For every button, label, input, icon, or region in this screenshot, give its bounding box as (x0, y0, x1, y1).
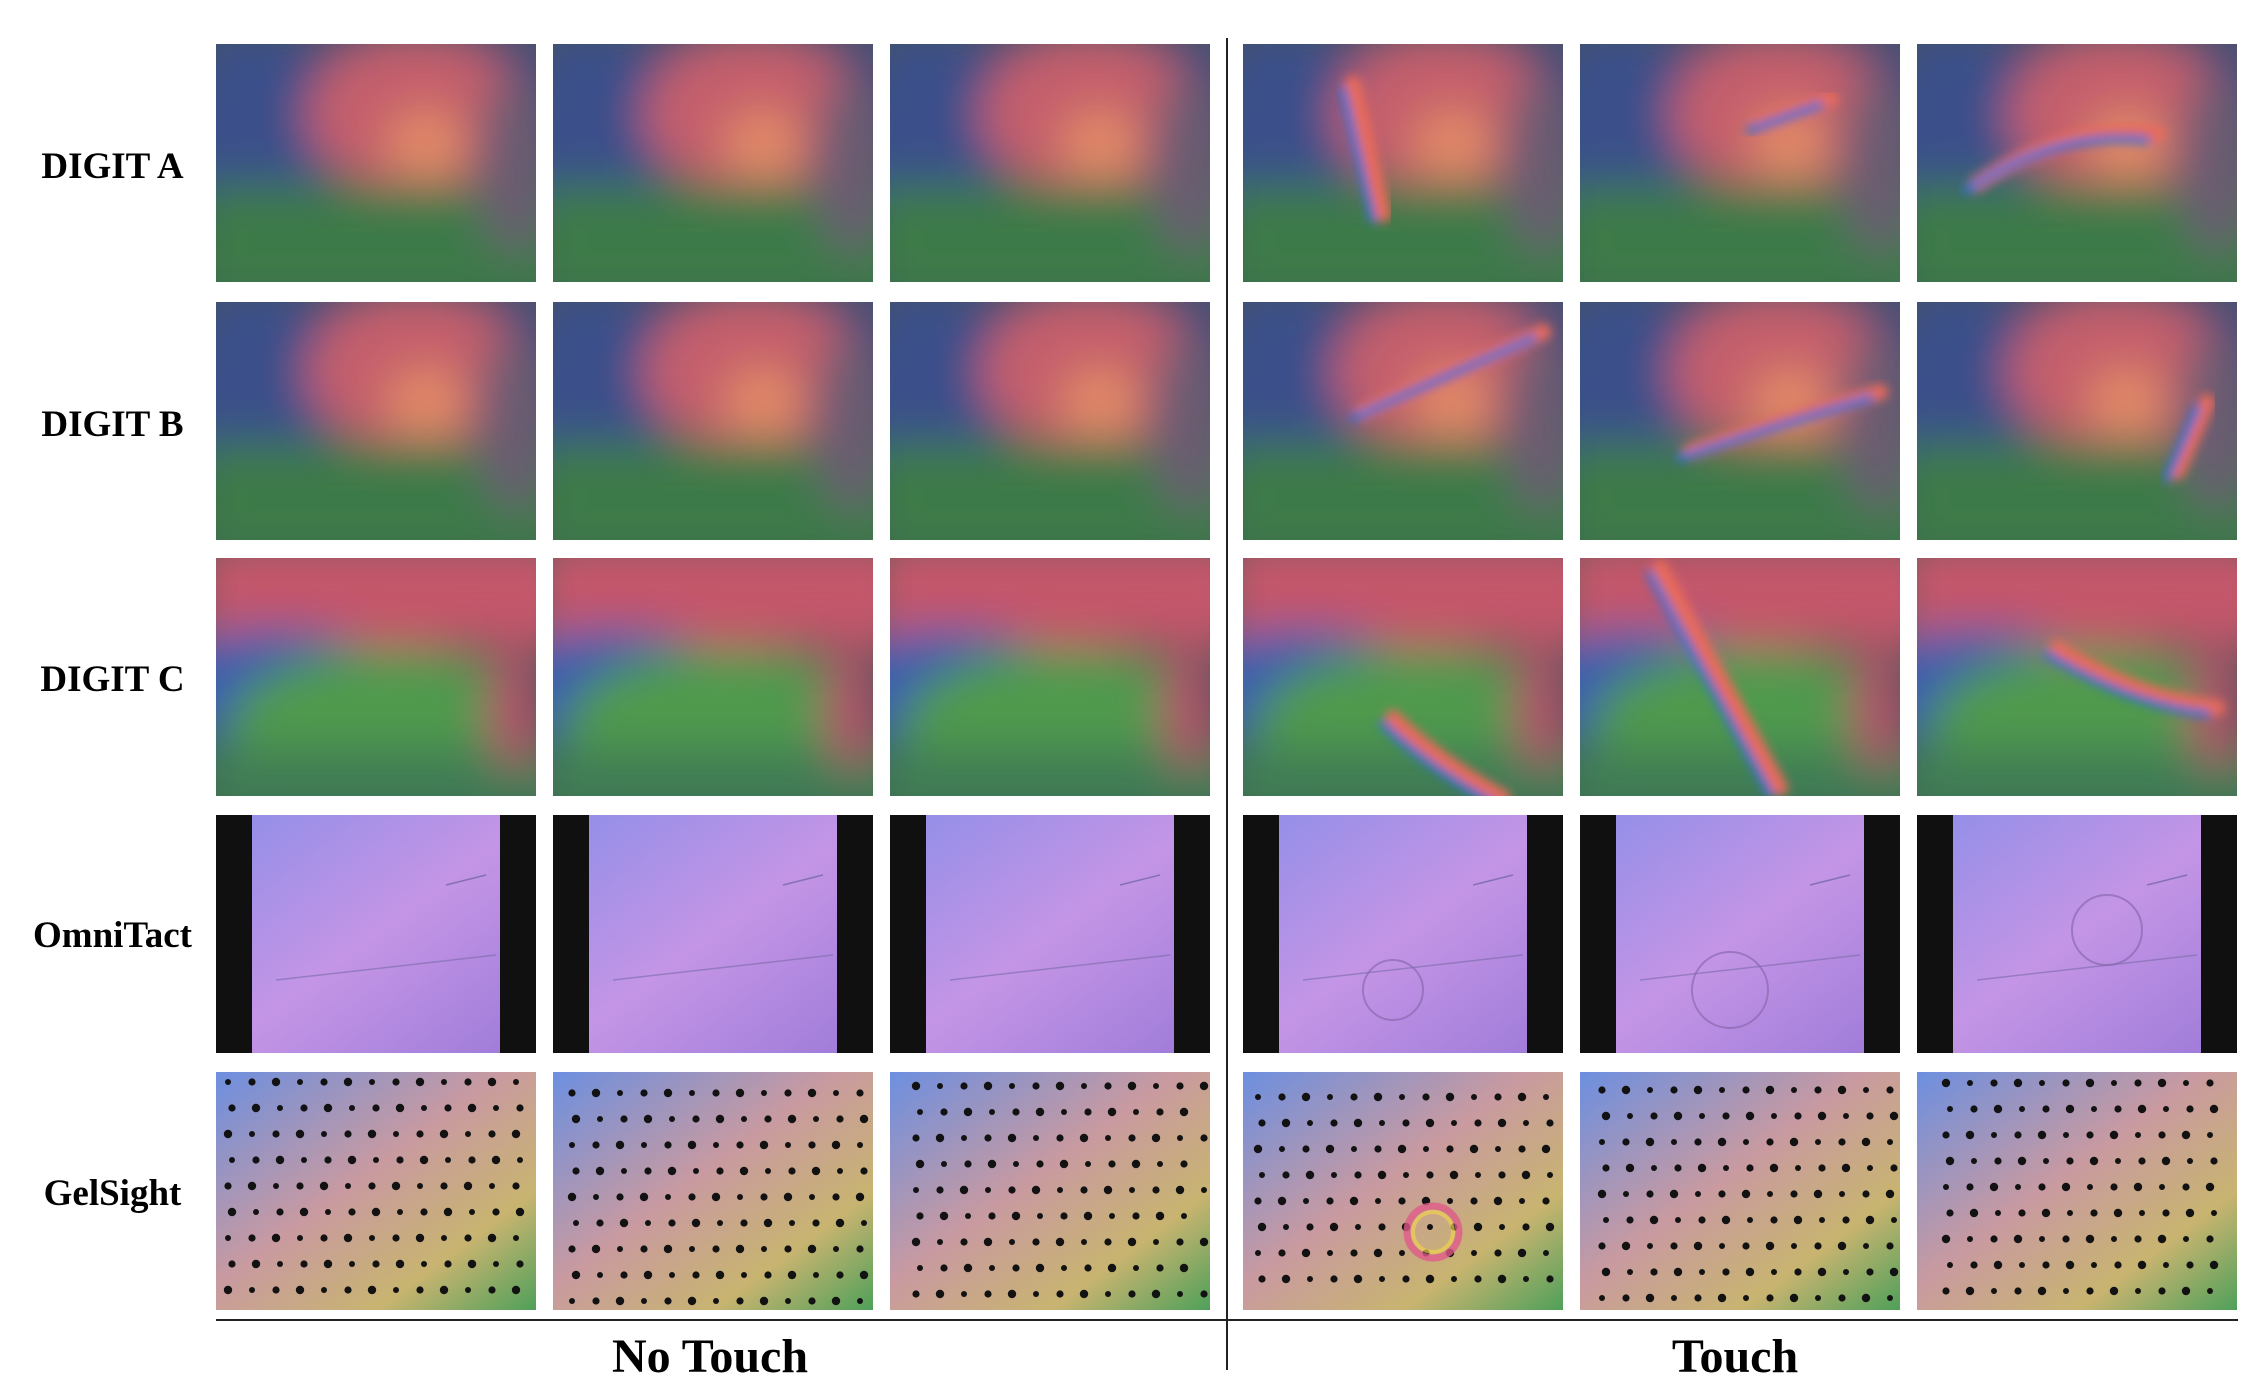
tile-digit-a-no-touch-3 (890, 44, 1210, 282)
tile-digit-b-touch-1 (1243, 302, 1563, 540)
tile-omnitact-no-touch-2 (553, 815, 873, 1053)
tile-digit-c-no-touch-2 (553, 558, 873, 796)
tile-digit-c-no-touch-3 (890, 558, 1210, 796)
tile-gelsight-touch-1 (1243, 1072, 1563, 1310)
tile-digit-c-touch-1 (1243, 558, 1563, 796)
tile-gelsight-no-touch-3 (890, 1072, 1210, 1310)
tile-digit-b-no-touch-2 (553, 302, 873, 540)
tile-digit-b-no-touch-1 (216, 302, 536, 540)
tile-digit-a-touch-1 (1243, 44, 1563, 282)
tile-omnitact-touch-2 (1580, 815, 1900, 1053)
tile-digit-a-touch-3 (1917, 44, 2237, 282)
tile-digit-a-no-touch-1 (216, 44, 536, 282)
row-label-omnitact: OmniTact (33, 915, 192, 956)
tile-omnitact-no-touch-1 (216, 815, 536, 1053)
tile-gelsight-touch-3 (1917, 1072, 2237, 1310)
tile-digit-c-touch-3 (1917, 558, 2237, 796)
tile-omnitact-touch-3 (1917, 815, 2237, 1053)
tile-omnitact-no-touch-3 (890, 815, 1210, 1053)
row-label-gelsight: GelSight (43, 1173, 182, 1214)
group-divider-horizontal (216, 1319, 2238, 1321)
tile-gelsight-no-touch-1 (216, 1072, 536, 1310)
group-label-no-touch: No Touch (611, 1330, 809, 1383)
tile-digit-a-no-touch-2 (553, 44, 873, 282)
tile-omnitact-touch-1 (1243, 815, 1563, 1053)
row-label-digit-b: DIGIT B (41, 404, 184, 445)
tile-digit-c-touch-2 (1580, 558, 1900, 796)
tile-digit-b-no-touch-3 (890, 302, 1210, 540)
tile-digit-c-no-touch-1 (216, 558, 536, 796)
tile-digit-b-touch-2 (1580, 302, 1900, 540)
tile-digit-a-touch-2 (1580, 44, 1900, 282)
tile-gelsight-no-touch-2 (553, 1072, 873, 1310)
group-divider-vertical (1226, 38, 1228, 1370)
group-label-touch: Touch (1671, 1330, 1799, 1383)
row-label-digit-a: DIGIT A (41, 146, 184, 187)
row-label-digit-c: DIGIT C (40, 659, 185, 700)
tile-gelsight-touch-2 (1580, 1072, 1900, 1310)
tile-digit-b-touch-3 (1917, 302, 2237, 540)
